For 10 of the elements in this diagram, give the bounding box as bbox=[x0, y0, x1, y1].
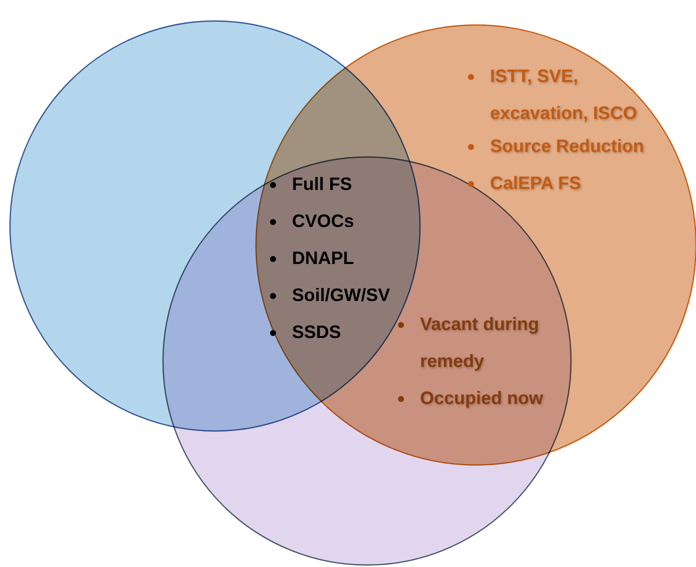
bullet-item: Occupied now bbox=[420, 387, 544, 410]
bullet-item: Soil/GW/SV bbox=[292, 284, 392, 307]
bullet-item: CVOCs bbox=[292, 210, 356, 233]
bullet-item: SSDS bbox=[292, 321, 342, 344]
bullet-item: Full FS bbox=[292, 173, 353, 196]
bullet-item: Source Reduction bbox=[490, 135, 646, 158]
bullet-item: Vacant during remedy bbox=[420, 313, 540, 373]
bullet-item: DNAPL bbox=[292, 247, 355, 270]
bullet-item: CalEPA FS bbox=[490, 172, 582, 195]
bullet-item: ISTT, SVE, excavation, ISCO bbox=[490, 65, 638, 125]
